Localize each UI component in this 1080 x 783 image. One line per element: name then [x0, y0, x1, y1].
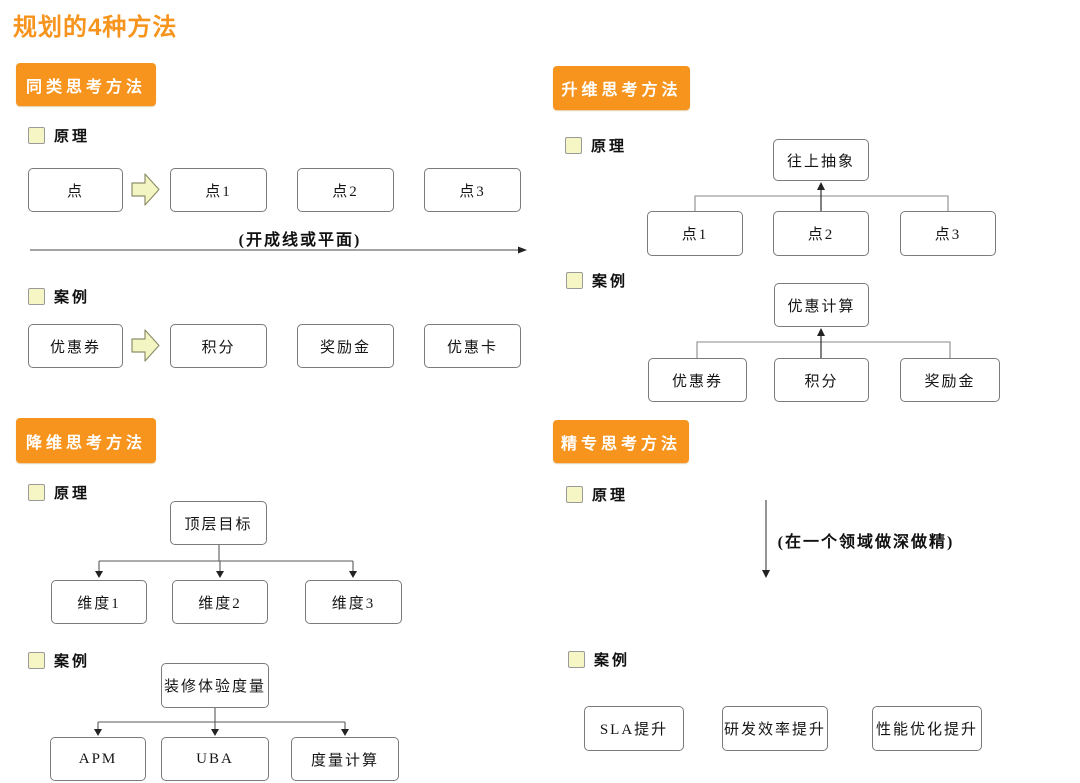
legend-square-icon [28, 484, 45, 501]
legend-square-icon [28, 652, 45, 669]
section-header-jingzhuan: 精专思考方法 [553, 420, 689, 463]
page-title: 规划的4种方法 [13, 14, 178, 41]
jingzhuan-principle-note: (在一个领域做深做精) [777, 534, 955, 551]
upward-tree-connector-principle [694, 182, 949, 211]
tonglei-case-source-node: 优惠券 [28, 324, 123, 368]
section-header-tonglei: 同类思考方法 [16, 63, 156, 106]
legend-square-icon [566, 486, 583, 503]
tonglei-principle-target-node: 点3 [424, 168, 521, 212]
jingzhuan-case-node: 研发效率提升 [722, 706, 828, 751]
jiangwei-principle-child-node: 维度2 [172, 580, 268, 624]
jingzhuan-principle-label: 原理 [566, 484, 628, 505]
legend-square-icon [566, 272, 583, 289]
shengwei-principle-label: 原理 [565, 135, 627, 156]
jiangwei-case-child-node: UBA [161, 737, 269, 781]
upward-tree-connector-case [696, 328, 951, 358]
legend-square-icon [28, 127, 45, 144]
jingzhuan-case-node: SLA提升 [584, 706, 684, 751]
legend-square-icon [565, 137, 582, 154]
tonglei-case-label: 案例 [28, 286, 90, 307]
shengwei-principle-child-node: 点3 [900, 211, 996, 256]
downward-tree-connector-principle [95, 545, 357, 578]
section-header-shengwei: 升维思考方法 [553, 66, 690, 110]
tonglei-principle-target-node: 点1 [170, 168, 267, 212]
legend-square-icon [568, 651, 585, 668]
jiangwei-principle-parent-node: 顶层目标 [170, 501, 267, 545]
tonglei-principle-source-node: 点 [28, 168, 123, 212]
jingzhuan-case-label: 案例 [568, 649, 630, 670]
shengwei-case-parent-node: 优惠计算 [774, 283, 869, 327]
jiangwei-principle-child-node: 维度1 [51, 580, 147, 624]
jiangwei-case-parent-node: 装修体验度量 [161, 663, 269, 708]
jiangwei-case-child-node: APM [50, 737, 146, 781]
tonglei-principle-target-node: 点2 [297, 168, 394, 212]
tonglei-principle-note: (开成线或平面) [238, 232, 362, 249]
shengwei-principle-parent-node: 往上抽象 [773, 139, 869, 181]
block-arrow-right-icon [131, 329, 160, 362]
shengwei-principle-child-node: 点2 [773, 211, 869, 256]
jiangwei-principle-child-node: 维度3 [305, 580, 402, 624]
shengwei-case-child-node: 优惠券 [648, 358, 747, 402]
shengwei-case-child-node: 积分 [774, 358, 869, 402]
jiangwei-principle-label: 原理 [28, 482, 90, 503]
tonglei-case-target-node: 积分 [170, 324, 267, 368]
shengwei-case-child-node: 奖励金 [900, 358, 1000, 402]
downward-tree-connector-case [94, 708, 349, 736]
tonglei-case-target-node: 奖励金 [297, 324, 394, 368]
jiangwei-case-label: 案例 [28, 650, 90, 671]
section-header-jiangwei: 降维思考方法 [16, 418, 156, 463]
jiangwei-case-child-node: 度量计算 [291, 737, 399, 781]
legend-square-icon [28, 288, 45, 305]
shengwei-case-label: 案例 [566, 270, 628, 291]
tonglei-case-target-node: 优惠卡 [424, 324, 521, 368]
shengwei-principle-child-node: 点1 [647, 211, 743, 256]
jingzhuan-case-node: 性能优化提升 [872, 706, 982, 751]
tonglei-principle-label: 原理 [28, 125, 90, 146]
block-arrow-right-icon [131, 173, 160, 206]
